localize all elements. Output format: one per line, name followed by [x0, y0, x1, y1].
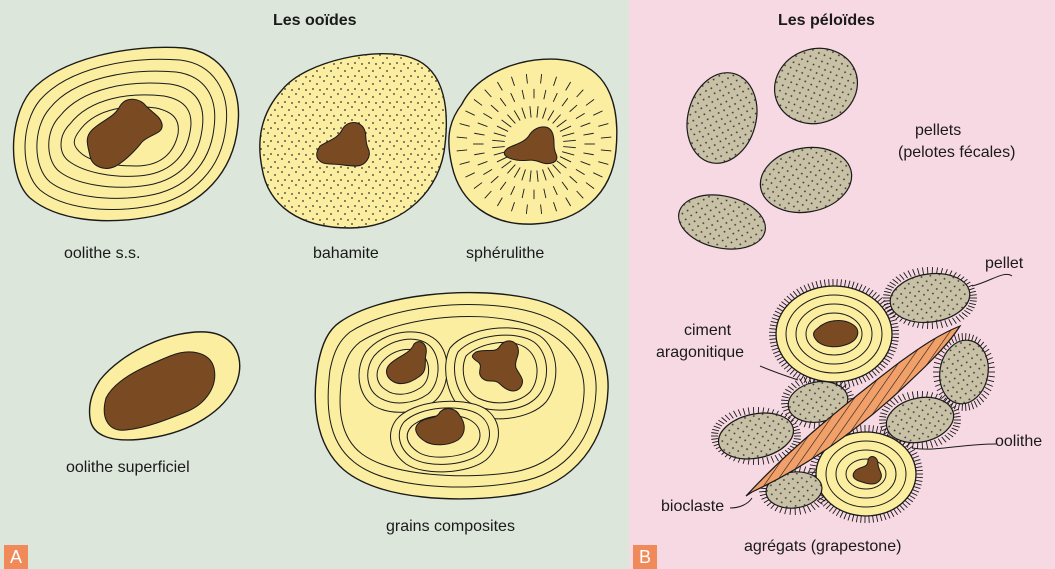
label-pellets: pellets	[915, 122, 961, 140]
label-pellet: pellet	[985, 255, 1023, 273]
panel-b-title: Les péloïdes	[778, 12, 875, 30]
label-ciment: ciment	[684, 322, 731, 340]
label-bahamite: bahamite	[313, 245, 379, 263]
label-bioclaste: bioclaste	[661, 498, 724, 516]
label-spherulithe: sphérulithe	[466, 245, 544, 263]
label-grains-composites: grains composites	[386, 518, 515, 536]
label-oolithe-ss: oolithe s.s.	[64, 245, 140, 263]
label-oolithe: oolithe	[995, 433, 1042, 451]
panel-b-badge: B	[633, 545, 657, 569]
label-oolithe-superficiel: oolithe superficiel	[66, 459, 190, 477]
label-agregats: agrégats (grapestone)	[744, 538, 901, 556]
label-pelotes-fecales: (pelotes fécales)	[898, 144, 1015, 162]
panel-a-title: Les ooïdes	[273, 12, 357, 30]
label-aragonitique: aragonitique	[656, 344, 744, 362]
panel-a-badge: A	[4, 545, 28, 569]
grains-composites-diagram	[315, 293, 608, 499]
